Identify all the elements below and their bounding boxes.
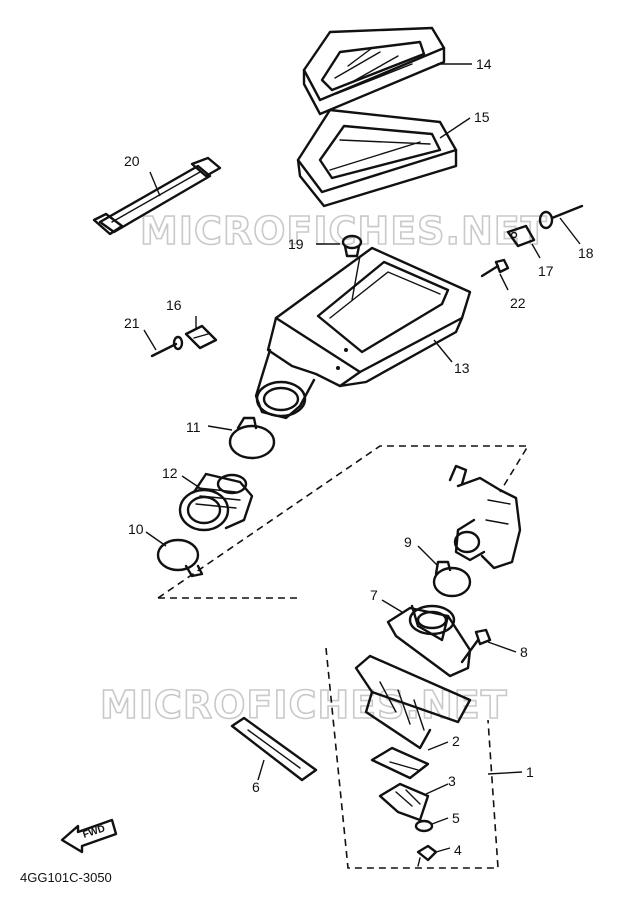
- watermark-top: MICROFICHES.NET: [140, 209, 548, 253]
- callout-1: 1: [526, 764, 534, 780]
- part-3-reed-stopper[interactable]: [378, 782, 430, 822]
- callout-6: 6: [252, 779, 260, 795]
- carburetor-assembly: [448, 464, 522, 570]
- callout-21: 21: [124, 315, 140, 331]
- fwd-arrow-icon: FWD: [60, 818, 118, 854]
- callout-9: 9: [404, 534, 412, 550]
- part-21-rivet[interactable]: [150, 335, 184, 358]
- part-5-washer[interactable]: [414, 819, 434, 833]
- callout-10: 10: [128, 521, 144, 537]
- part-7-manifold[interactable]: [386, 604, 472, 678]
- diagram-code: 4GG101C-3050: [20, 870, 112, 885]
- callout-11: 11: [186, 419, 201, 435]
- callout-7: 7: [370, 587, 378, 603]
- callout-5: 5: [452, 810, 460, 826]
- part-6-gasket[interactable]: [230, 716, 318, 782]
- part-19-grommet[interactable]: [341, 234, 363, 258]
- callout-22: 22: [510, 295, 526, 311]
- part-20-strap[interactable]: [92, 156, 222, 236]
- callout-15: 15: [474, 109, 490, 125]
- assembly-1-outline: [325, 647, 499, 869]
- part-16-bracket[interactable]: [184, 324, 218, 350]
- callout-13: 13: [454, 360, 470, 376]
- part-18-pin[interactable]: [538, 204, 584, 230]
- callout-19: 19: [288, 236, 304, 252]
- part-4-screw[interactable]: [416, 844, 438, 867]
- part-13-air-box[interactable]: [254, 246, 472, 420]
- leader-lines: [143, 63, 581, 853]
- part-15-filter-element[interactable]: [296, 108, 458, 208]
- callout-4: 4: [454, 842, 462, 858]
- callout-17: 17: [538, 263, 554, 279]
- callout-labels: 14 15 20 19 18 17 22 16 21 13 11 12 10 9…: [124, 56, 594, 858]
- part-8-bolt[interactable]: [460, 628, 492, 664]
- part-9-clamp[interactable]: [432, 560, 472, 598]
- callout-12: 12: [162, 465, 178, 481]
- callout-14: 14: [476, 56, 492, 72]
- reed-valve-block: [354, 654, 472, 750]
- callout-16: 16: [166, 297, 182, 313]
- callout-2: 2: [452, 733, 460, 749]
- part-11-hose-clamp[interactable]: [228, 416, 276, 460]
- part-22-bolt[interactable]: [480, 258, 510, 278]
- callout-20: 20: [124, 153, 140, 169]
- callout-3: 3: [448, 773, 456, 789]
- callout-18: 18: [578, 245, 594, 261]
- watermark-bottom: MICROFICHES.NET: [100, 683, 508, 727]
- part-17-bracket-plate[interactable]: [506, 224, 536, 248]
- part-2-reed-petal[interactable]: [370, 746, 430, 780]
- carburetor-group-outline: [157, 445, 530, 599]
- callout-8: 8: [520, 644, 528, 660]
- part-14-filter-cover[interactable]: [302, 26, 446, 116]
- part-12-intake-joint[interactable]: [178, 472, 254, 532]
